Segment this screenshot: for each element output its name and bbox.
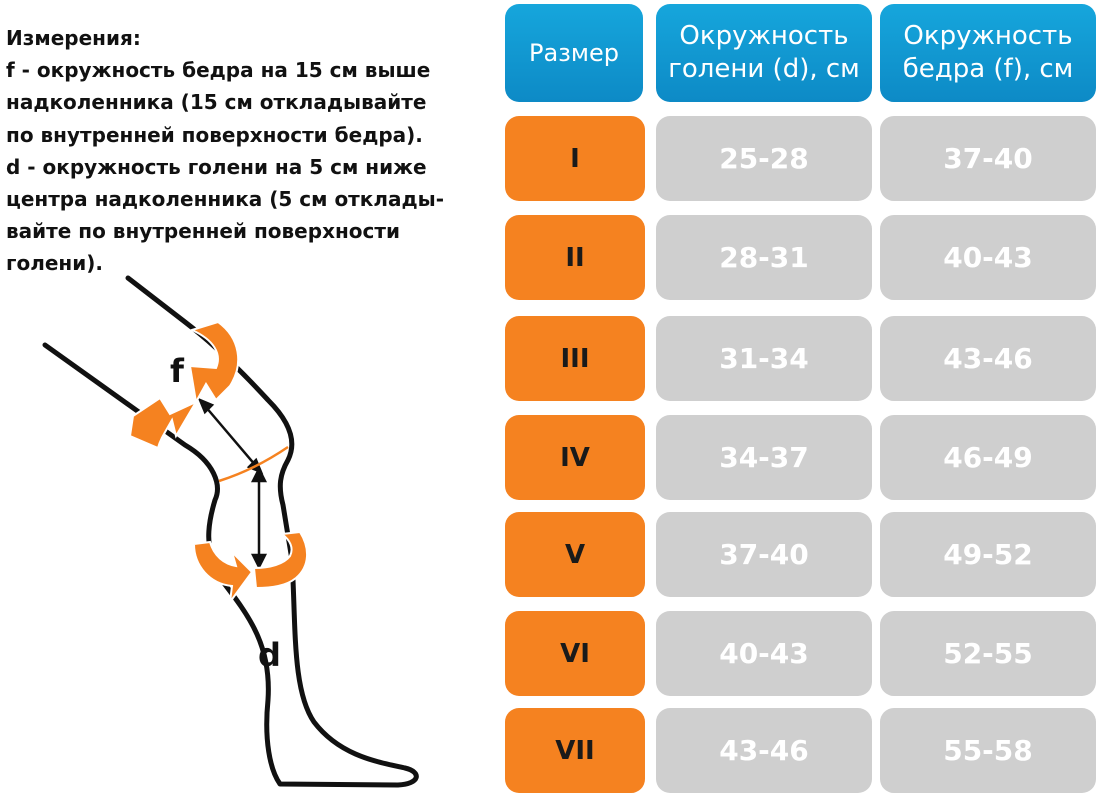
calf-value-cell: 34-37 — [656, 415, 872, 500]
header-size: Размер — [505, 4, 643, 102]
instructions-line: f - окружность бедра на 15 см выше — [6, 58, 431, 83]
arrow-thigh-distance — [204, 405, 257, 467]
measurement-instructions: Измерения: f - окружность бедра на 15 см… — [6, 22, 466, 280]
thigh-value: 46-49 — [943, 441, 1033, 474]
instructions-line: вайте по внутренней поверхности — [6, 219, 400, 244]
calf-value: 25-28 — [719, 142, 809, 175]
calf-value: 43-46 — [719, 734, 809, 767]
size-cell: I — [505, 116, 645, 201]
instructions-line: по внутренней поверхности бедра). — [6, 122, 423, 147]
size-label: V — [564, 539, 586, 570]
thigh-value-cell: 46-49 — [880, 415, 1096, 500]
size-cell: III — [505, 316, 645, 401]
calf-value: 37-40 — [719, 538, 809, 571]
instructions-heading: Измерения: — [6, 26, 141, 50]
calf-value: 28-31 — [719, 241, 809, 274]
thigh-value: 37-40 — [943, 142, 1033, 175]
instructions-line: центра надколенника (5 см отклады- — [6, 187, 445, 212]
thigh-value-cell: 49-52 — [880, 512, 1096, 597]
header-calf-label: Окружность голени (d), см — [668, 21, 860, 84]
thigh-value: 55-58 — [943, 734, 1033, 767]
thigh-value: 43-46 — [943, 342, 1033, 375]
calf-value-cell: 31-34 — [656, 316, 872, 401]
label-d: d — [258, 636, 281, 674]
size-label: I — [570, 143, 580, 174]
thigh-value-cell: 40-43 — [880, 215, 1096, 300]
thigh-value-cell: 43-46 — [880, 316, 1096, 401]
calf-value: 40-43 — [719, 637, 809, 670]
calf-circumference-arrows — [192, 530, 308, 606]
instructions-line: надколенника (15 см откладывайте — [6, 90, 427, 115]
size-label: VII — [555, 735, 595, 766]
thigh-value: 49-52 — [943, 538, 1033, 571]
thigh-circumference-arrows — [128, 320, 239, 450]
size-label: II — [565, 242, 585, 273]
leg-measurement-diagram: f d — [42, 275, 419, 788]
calf-value: 34-37 — [719, 441, 809, 474]
size-label: IV — [560, 442, 590, 473]
knee-line — [218, 445, 289, 483]
calf-value-cell: 37-40 — [656, 512, 872, 597]
calf-value-cell: 40-43 — [656, 611, 872, 696]
header-thigh-label: Окружность бедра (f), см — [902, 21, 1074, 84]
thigh-value: 52-55 — [943, 637, 1033, 670]
calf-value-cell: 43-46 — [656, 708, 872, 793]
instructions-line: голени). — [6, 251, 103, 276]
header-thigh-circumference: Окружность бедра (f), см — [880, 4, 1096, 102]
calf-value: 31-34 — [719, 342, 809, 375]
size-cell: VI — [505, 611, 645, 696]
size-label: III — [560, 343, 590, 374]
calf-value-cell: 28-31 — [656, 215, 872, 300]
size-cell: II — [505, 215, 645, 300]
instructions-line: d - окружность голени на 5 см ниже — [6, 154, 427, 179]
header-size-label: Размер — [528, 38, 620, 67]
thigh-value: 40-43 — [943, 241, 1033, 274]
calf-value-cell: 25-28 — [656, 116, 872, 201]
size-cell: V — [505, 512, 645, 597]
thigh-value-cell: 37-40 — [880, 116, 1096, 201]
label-f: f — [170, 352, 185, 390]
thigh-value-cell: 55-58 — [880, 708, 1096, 793]
size-cell: VII — [505, 708, 645, 793]
size-cell: IV — [505, 415, 645, 500]
header-calf-circumference: Окружность голени (d), см — [656, 4, 872, 102]
thigh-value-cell: 52-55 — [880, 611, 1096, 696]
size-label: VI — [560, 638, 590, 669]
